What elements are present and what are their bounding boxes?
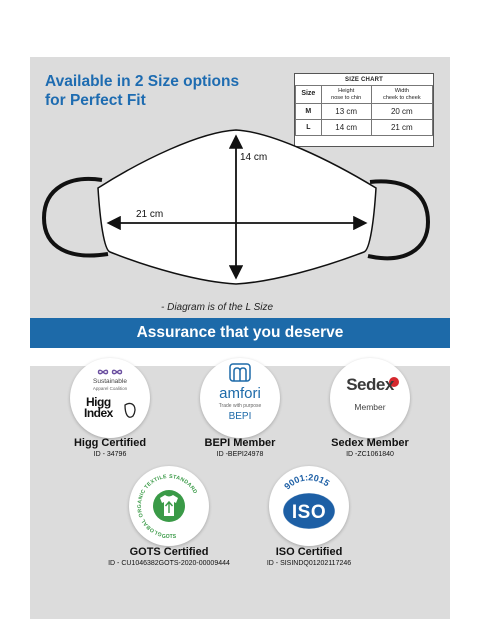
iso-id: ID - SISINDQ01202117246 <box>266 560 352 567</box>
bepi-id: ID -BEPI24978 <box>216 451 264 458</box>
arrow-up-icon <box>164 500 174 513</box>
bepi-logo-text: BEPI <box>228 411 252 422</box>
leaf-icon <box>124 402 136 418</box>
iso-logo-text: ISO <box>292 502 326 523</box>
gots-logo: GLOBAL ORGANIC TEXTILE STANDARD <box>137 474 198 537</box>
gots-title: GOTS Certified <box>129 546 209 558</box>
higg-logo-top: Sustainable <box>93 378 127 385</box>
higg-title: Higg Certified <box>73 437 147 449</box>
mask-body <box>97 129 377 285</box>
headline-line2: for Perfect Fit <box>45 92 146 109</box>
height-label: 14 cm <box>240 152 268 163</box>
headline-line1: Available in 2 Size options <box>45 73 240 90</box>
higg-badge: Sustainable Apparel Coalition Higg Index <box>70 358 150 438</box>
height-cell: 13 cm <box>320 103 372 120</box>
sedex-dot-icon <box>389 377 399 387</box>
bepi-title: BEPI Member <box>204 437 276 449</box>
sedex-badge: Sedex Member <box>330 358 410 438</box>
higg-logo-main2: Index <box>84 406 113 420</box>
width-cell: 21 cm <box>370 119 434 136</box>
width-cell: 20 cm <box>370 103 434 120</box>
size-column-header: Size <box>295 85 322 104</box>
gots-id: ID - CU1046382GOTS-2020-00009444 <box>108 560 230 567</box>
higg-logo-sub: Apparel Coalition <box>92 386 128 391</box>
amfori-m-icon <box>233 367 247 381</box>
sedex-member-text: Member <box>354 402 386 412</box>
sedex-id: ID -ZC1061840 <box>346 451 394 458</box>
infinity-icon <box>97 369 123 375</box>
svg-text:9001:2015: 9001:2015 <box>282 472 331 491</box>
sedex-logo-mark <box>389 377 399 387</box>
higg-logo-main1: Higg <box>86 395 111 409</box>
higg-logo <box>97 369 136 418</box>
left-ear-loop <box>41 177 109 258</box>
amfori-tagline: Trade with purpose <box>218 403 262 409</box>
higg-id: ID - 34796 <box>93 451 127 458</box>
right-ear-loop <box>367 179 431 261</box>
table-row: L 14 cm 21 cm <box>295 119 434 136</box>
headline: Available in 2 Size options for Perfect … <box>45 72 239 110</box>
iso-logo: 9001:2015 ISO <box>282 472 336 530</box>
gots-ring-bottom: GOTS <box>161 534 177 540</box>
iso-standard-text: 9001:2015 <box>282 472 331 491</box>
mask-diagram <box>41 129 431 285</box>
size-chart-title: SIZE CHART <box>345 77 383 83</box>
width-label: 21 cm <box>136 209 164 220</box>
bepi-badge: amfori Trade with purpose BEPI <box>200 358 280 438</box>
size-cell: M <box>295 103 322 120</box>
iso-title: ISO Certified <box>275 546 343 558</box>
gots-badge: GLOBAL ORGANIC TEXTILE STANDARD GOTS <box>129 466 209 546</box>
sedex-logo-text: Sedex <box>346 375 394 394</box>
iso-globe-icon <box>283 493 335 529</box>
iso-badge: 9001:2015 ISO <box>269 466 349 546</box>
sedex-title: Sedex Member <box>331 437 409 449</box>
diagram-note: - Diagram is of the L Size <box>161 302 274 313</box>
table-row: M 13 cm 20 cm <box>295 103 434 120</box>
amfori-logo-text: amfori <box>219 385 261 402</box>
amfori-logo-mark <box>229 363 251 382</box>
assurance-banner: Assurance that you deserve <box>30 318 450 348</box>
